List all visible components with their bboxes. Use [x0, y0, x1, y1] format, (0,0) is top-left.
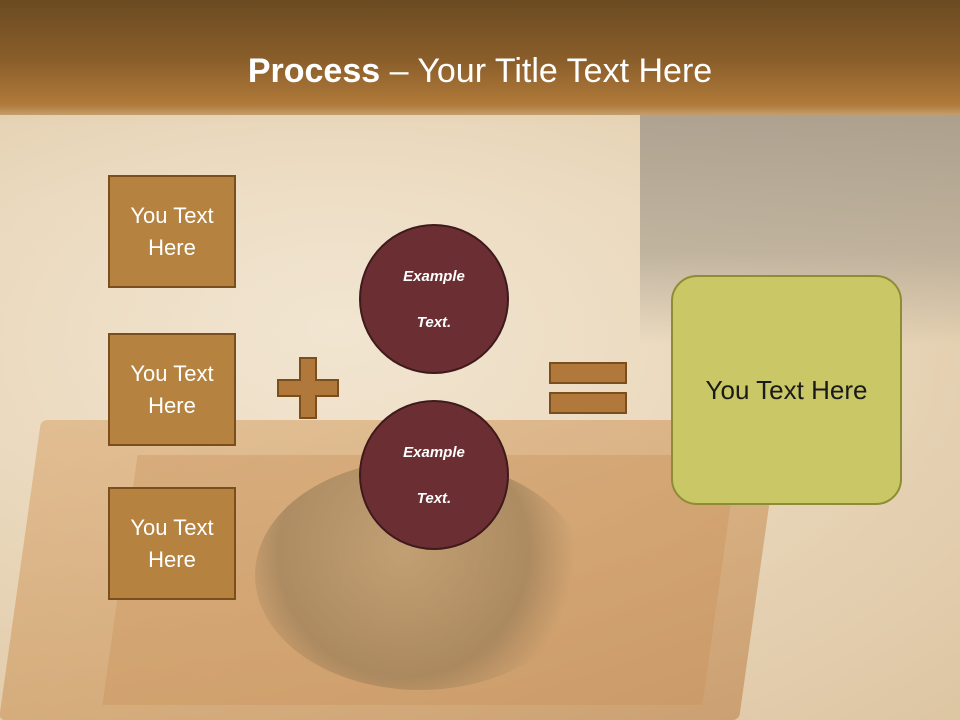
title-bold-part: Process: [247, 52, 381, 90]
slide-title: Process – Your Title Text Here: [0, 52, 960, 91]
plus-icon: [277, 357, 339, 419]
result-text: You Text Here: [705, 374, 868, 405]
result-box: You Text Here: [671, 275, 902, 505]
title-separator: –: [380, 52, 418, 90]
equals-icon: [549, 362, 627, 414]
title-rest: Your Title Text Here: [417, 52, 713, 90]
